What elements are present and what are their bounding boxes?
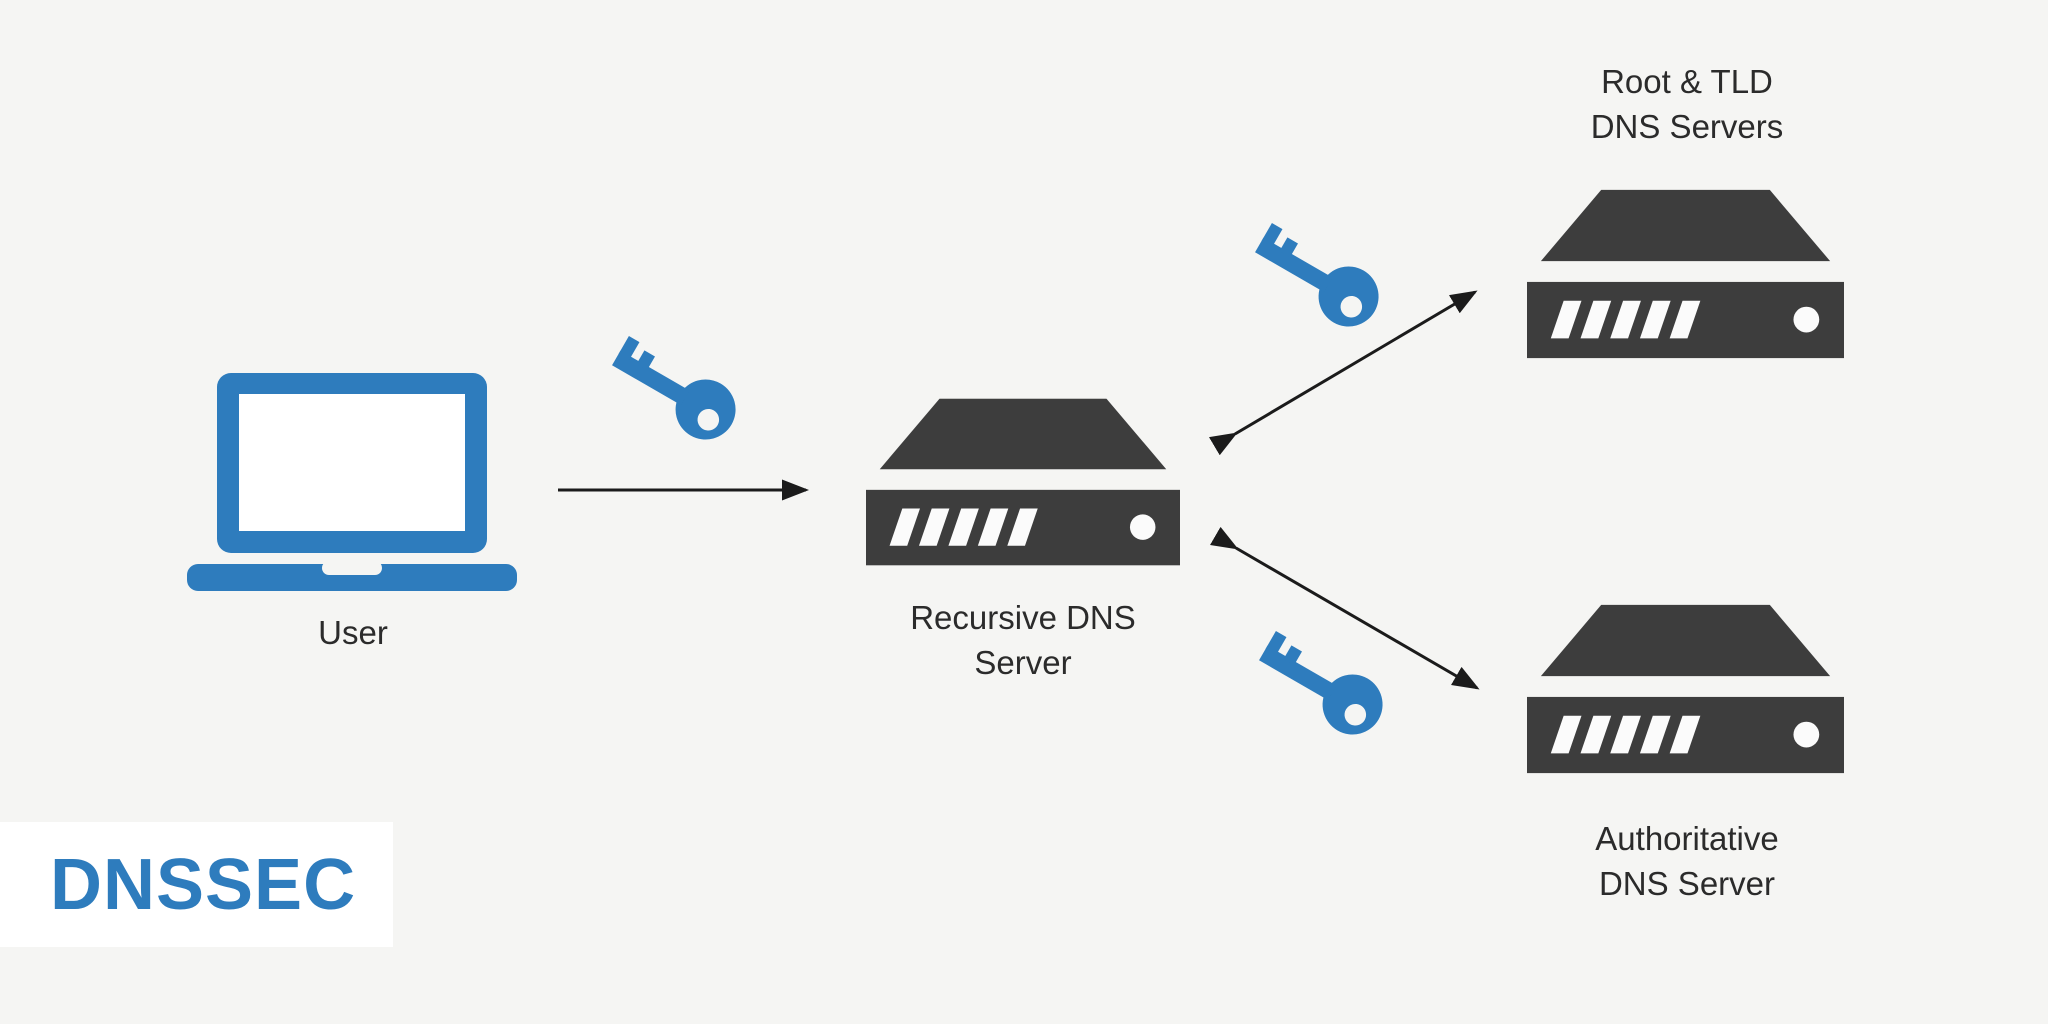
user-label: User	[318, 614, 388, 651]
title-badge: DNSSEC	[0, 822, 393, 947]
root-tld-label: Root & TLD DNS Servers	[1590, 63, 1784, 145]
arrow-recursive-to-authoritative	[1209, 526, 1480, 690]
diagram-title: DNSSEC	[50, 844, 357, 925]
server-icon-root-tld	[1527, 189, 1844, 359]
server-icon-authoritative	[1527, 604, 1844, 774]
arrow-recursive-to-root-tld	[1208, 290, 1478, 456]
recursive-server-label: Recursive DNS Server	[910, 599, 1136, 681]
authoritative-server-label: Authoritative DNS Server	[1595, 820, 1779, 902]
laptop-icon	[187, 373, 517, 591]
server-icon-recursive	[866, 397, 1180, 567]
